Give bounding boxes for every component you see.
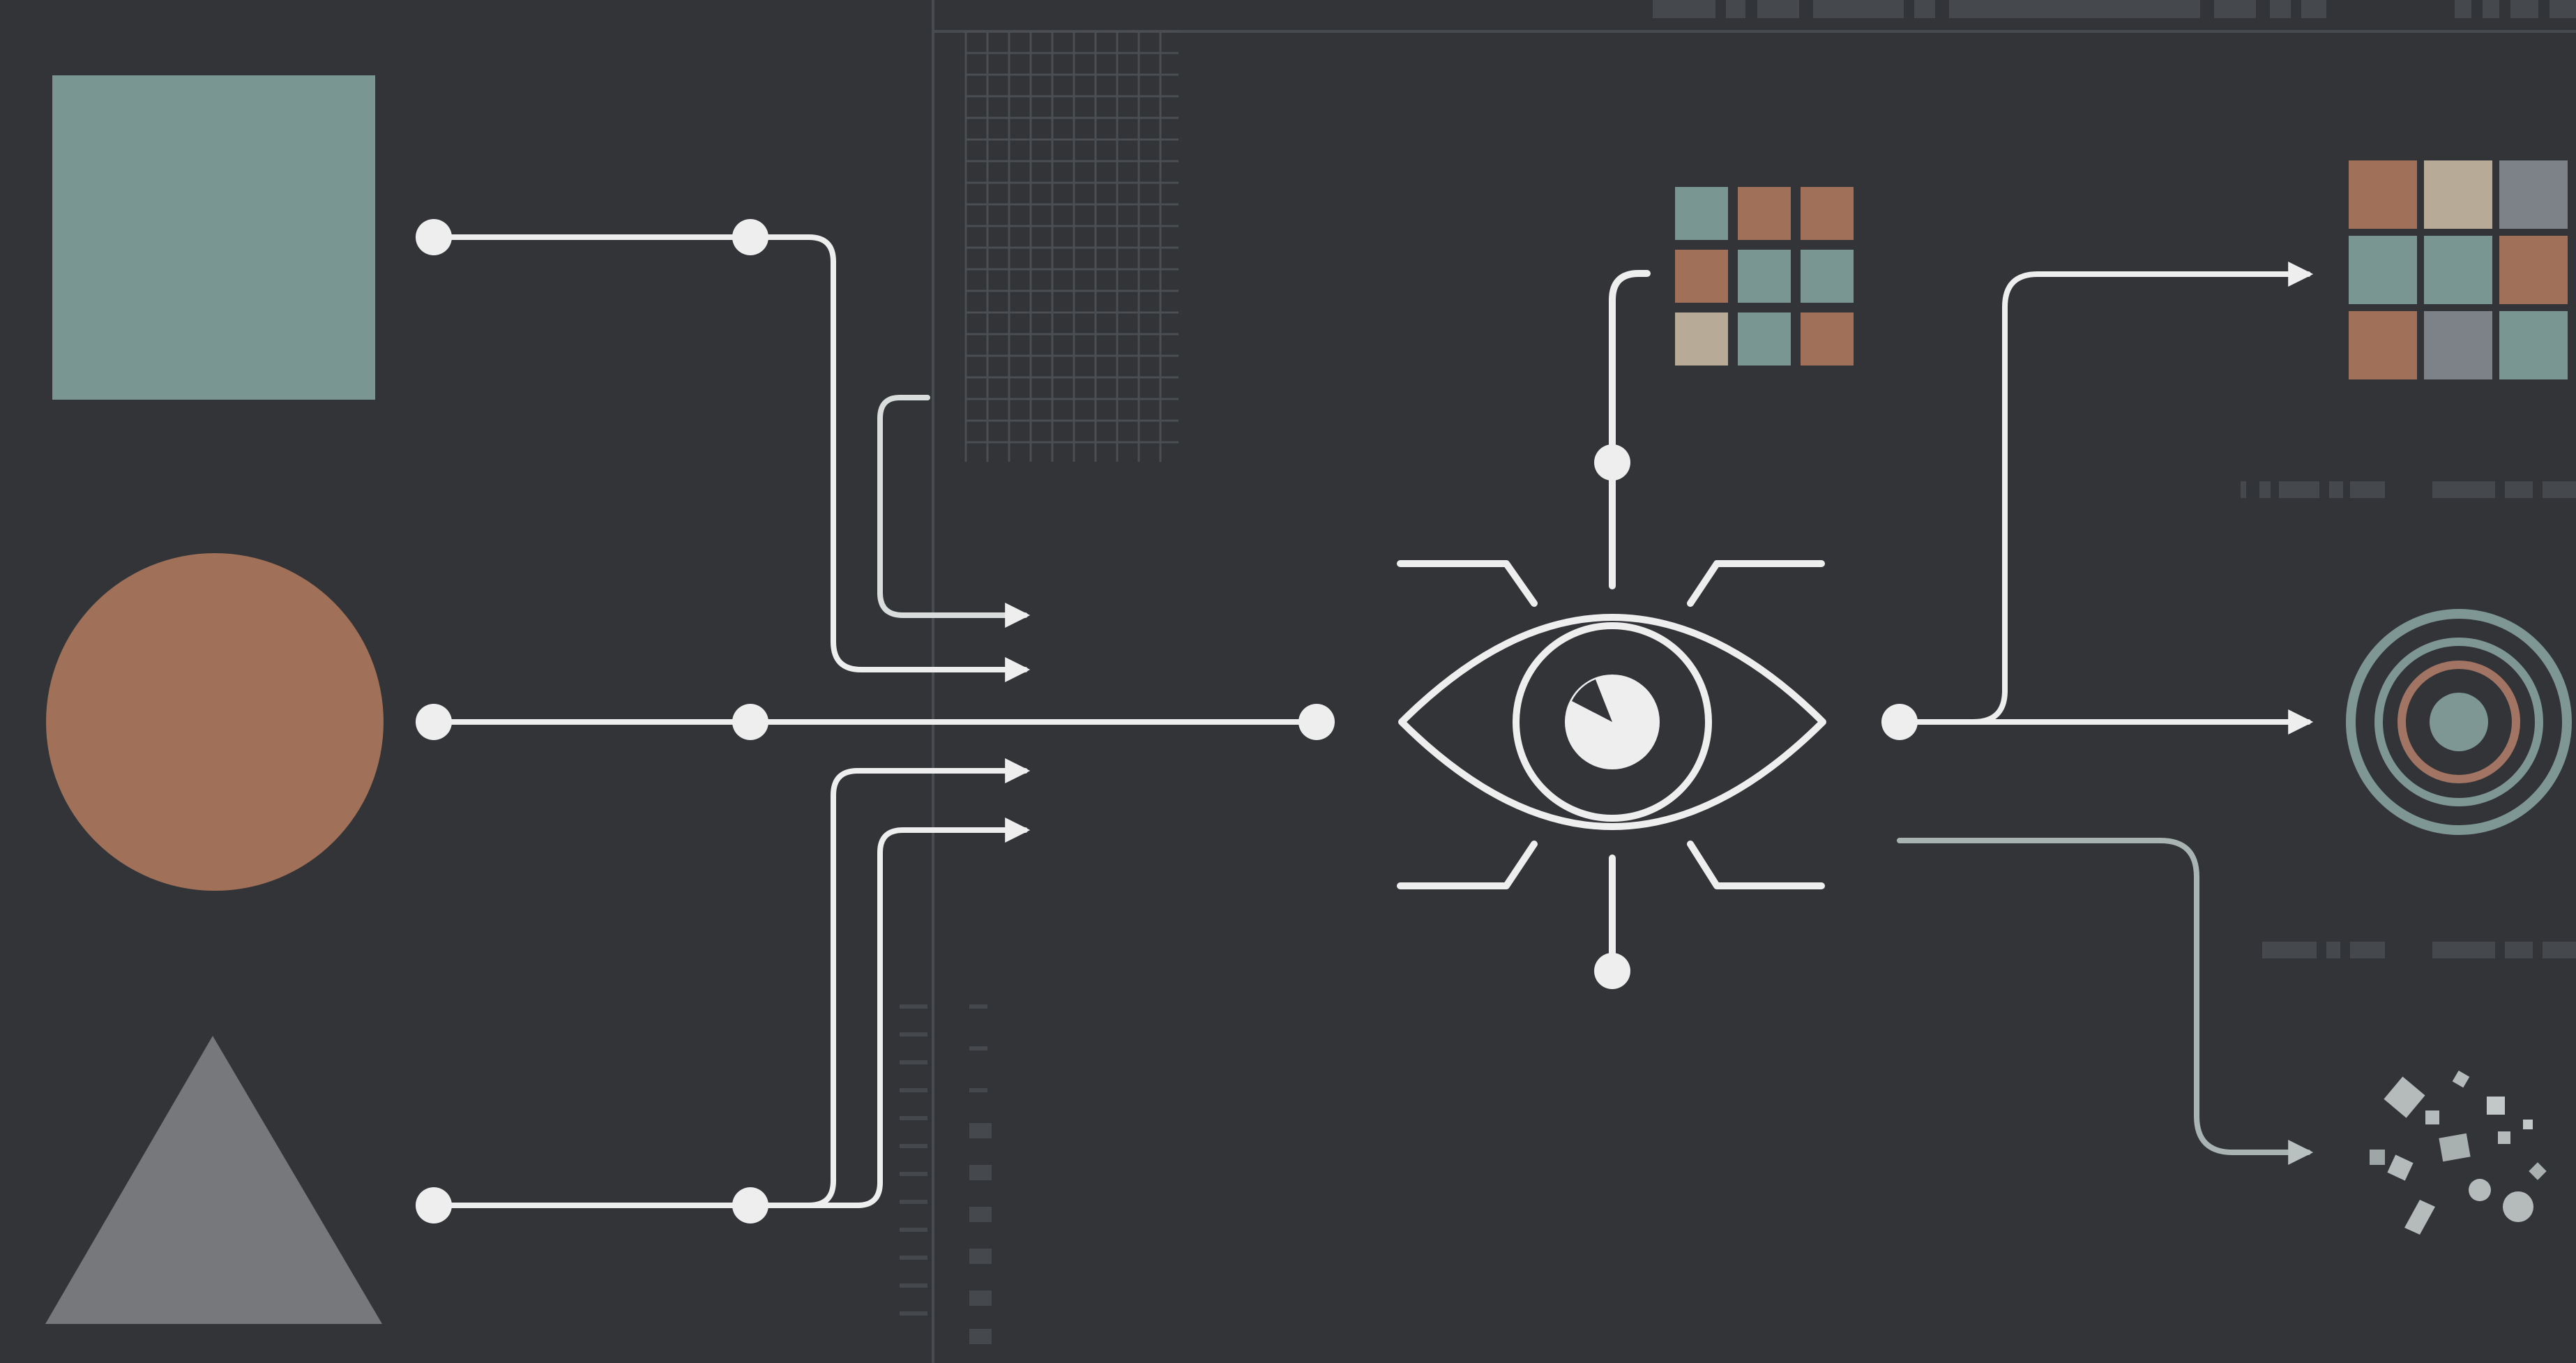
center-grid-swatch-7 [1675, 312, 1728, 366]
right-tick-bar-lower [2262, 942, 2576, 958]
node-circle-mid [732, 704, 768, 740]
output-connectors [1897, 262, 2314, 1165]
center-grid-swatch-3 [1801, 187, 1854, 240]
node-square-start [416, 219, 452, 255]
vertical-tick-ladder [900, 1004, 992, 1344]
node-circle-end [1298, 704, 1335, 740]
output-grid-swatch-7 [2349, 311, 2417, 379]
output-grid-swatch-3 [2499, 160, 2568, 229]
center-grid-swatch-5 [1738, 250, 1791, 303]
output-grid-swatch-2 [2424, 160, 2492, 229]
center-grid-swatch-9 [1801, 312, 1854, 366]
output-grid-swatch-8 [2424, 311, 2492, 379]
node-triangle-start [416, 1187, 452, 1223]
grid-panel [964, 30, 1179, 462]
node-circle-start [416, 704, 452, 740]
color-grid-icon [2349, 160, 2568, 379]
right-tick-bar-upper [2241, 481, 2576, 498]
output-grid-swatch-6 [2499, 236, 2568, 304]
center-grid-swatch-4 [1675, 250, 1728, 303]
connector-square [431, 234, 1031, 682]
concentric-rings-icon [2346, 609, 2572, 835]
circle-shape-icon [46, 553, 384, 891]
output-grid-swatch-5 [2424, 236, 2492, 304]
center-grid-swatch-8 [1738, 312, 1791, 366]
eye-icon [1397, 270, 1826, 974]
node-triangle-mid [732, 1187, 768, 1223]
node-square-mid [732, 219, 768, 255]
output-grid-swatch-9 [2499, 311, 2568, 379]
color-swatch-grid-icon [1675, 187, 1854, 366]
center-grid-swatch-1 [1675, 187, 1728, 240]
connector-upper-branch [877, 395, 1031, 628]
connector-triangle-lower [750, 818, 1031, 1208]
output-grid-swatch-4 [2349, 236, 2417, 304]
square-shape-icon [52, 75, 375, 400]
top-tick-bar [1653, 0, 2576, 18]
input-connectors [431, 234, 1319, 1208]
center-grid-swatch-6 [1801, 250, 1854, 303]
center-grid-swatch-2 [1738, 187, 1791, 240]
connector-output-bottom [1897, 838, 2314, 1165]
panel-lines [932, 0, 2576, 1363]
triangle-shape-icon [45, 1036, 382, 1324]
output-grid-swatch-1 [2349, 160, 2417, 229]
